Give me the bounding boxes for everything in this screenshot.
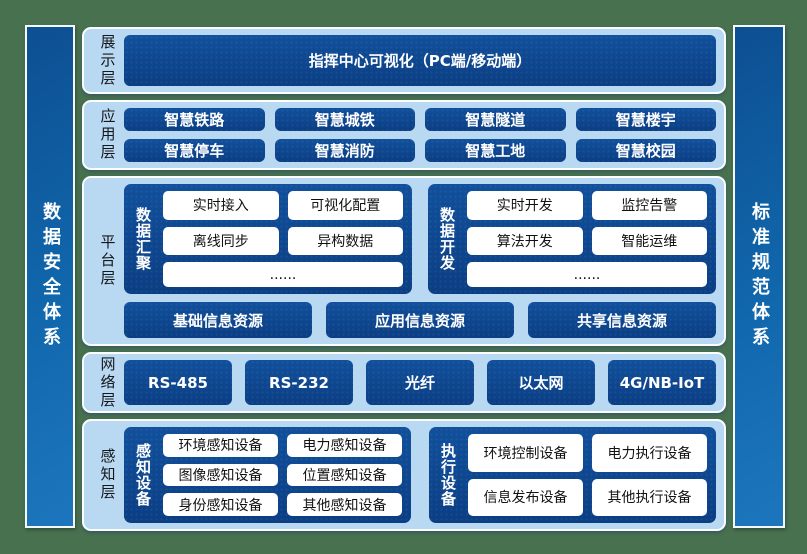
sensing-devices-panel: 感知设备 环境感知设备 电力感知设备 图像感知设备 位置感知设备 身份感知设备 … xyxy=(124,427,411,523)
item-aggregation-more: ...... xyxy=(163,262,403,287)
item-visual-config: 可视化配置 xyxy=(287,191,403,220)
app-box-smart-railway: 智慧铁路 xyxy=(124,108,265,131)
item-identity-sensing: 身份感知设备 xyxy=(163,493,278,516)
item-other-execution: 其他执行设备 xyxy=(592,478,707,516)
standards-pillar-label: 标准规范体系 xyxy=(749,201,770,352)
item-location-sensing: 位置感知设备 xyxy=(287,463,402,487)
net-box-fiber: 光纤 xyxy=(366,360,474,405)
layer-application-content: 智慧铁路 智慧城铁 智慧隧道 智慧楼宇 智慧停车 智慧消防 智慧工地 智慧校园 xyxy=(124,108,716,162)
item-realtime-ingest: 实时接入 xyxy=(163,191,279,220)
layer-network-content: RS-485 RS-232 光纤 以太网 4G/NB-IoT xyxy=(124,360,716,405)
item-env-sensing: 环境感知设备 xyxy=(163,434,278,457)
data-development-label: 数据开发 xyxy=(438,207,456,271)
item-smart-ops: 智能运维 xyxy=(591,226,707,256)
data-aggregation-grid: 实时接入 可视化配置 离线同步 异构数据 ...... xyxy=(163,191,403,287)
layer-stack: 展示层 指挥中心可视化（PC端/移动端） 应用层 智慧铁路 智慧城铁 智慧隧道 … xyxy=(82,27,726,531)
application-grid: 智慧铁路 智慧城铁 智慧隧道 智慧楼宇 智慧停车 智慧消防 智慧工地 智慧校园 xyxy=(124,108,716,162)
item-offline-sync: 离线同步 xyxy=(163,226,279,256)
standards-pillar: 标准规范体系 xyxy=(733,25,785,528)
item-power-execution: 电力执行设备 xyxy=(592,434,707,472)
res-box-shared-info: 共享信息资源 xyxy=(528,302,716,338)
net-box-rs485: RS-485 xyxy=(124,360,232,405)
execution-devices-label: 执行设备 xyxy=(439,443,457,507)
app-box-smart-tunnel: 智慧隧道 xyxy=(425,108,566,131)
layer-network: 网络层 RS-485 RS-232 光纤 以太网 4G/NB-IoT xyxy=(82,352,726,413)
layer-perception-label: 感知层 xyxy=(98,448,117,502)
data-development-grid: 实时开发 监控告警 算法开发 智能运维 ...... xyxy=(467,191,707,287)
layer-display-content: 指挥中心可视化（PC端/移动端） xyxy=(124,35,716,86)
sensing-devices-grid: 环境感知设备 电力感知设备 图像感知设备 位置感知设备 身份感知设备 其他感知设… xyxy=(163,434,402,516)
data-aggregation-label: 数据汇聚 xyxy=(134,207,152,271)
net-box-rs232: RS-232 xyxy=(245,360,353,405)
app-box-smart-campus: 智慧校园 xyxy=(575,139,716,162)
item-env-control: 环境控制设备 xyxy=(468,434,583,472)
data-security-pillar-label: 数据安全体系 xyxy=(40,201,61,352)
item-development-more: ...... xyxy=(467,262,707,287)
execution-devices-grid: 环境控制设备 电力执行设备 信息发布设备 其他执行设备 xyxy=(468,434,707,516)
execution-devices-panel: 执行设备 环境控制设备 电力执行设备 信息发布设备 其他执行设备 xyxy=(429,427,716,523)
item-image-sensing: 图像感知设备 xyxy=(163,463,278,487)
data-aggregation-panel: 数据汇聚 实时接入 可视化配置 离线同步 异构数据 ...... xyxy=(124,184,412,294)
layer-perception: 感知层 感知设备 环境感知设备 电力感知设备 图像感知设备 位置感知设备 身份感… xyxy=(82,419,726,531)
item-monitor-alert: 监控告警 xyxy=(591,191,707,220)
layer-application-label: 应用层 xyxy=(98,108,117,162)
app-box-smart-fire: 智慧消防 xyxy=(274,139,415,162)
res-box-app-info: 应用信息资源 xyxy=(326,302,514,338)
item-hetero-data: 异构数据 xyxy=(287,226,403,256)
network-grid: RS-485 RS-232 光纤 以太网 4G/NB-IoT xyxy=(124,360,716,405)
layer-network-label: 网络层 xyxy=(98,355,117,410)
resource-row: 基础信息资源 应用信息资源 共享信息资源 xyxy=(124,302,716,338)
app-box-smart-building: 智慧楼宇 xyxy=(575,108,716,131)
res-box-basic-info: 基础信息资源 xyxy=(124,302,312,338)
layer-perception-content: 感知设备 环境感知设备 电力感知设备 图像感知设备 位置感知设备 身份感知设备 … xyxy=(124,427,716,523)
layer-platform-label: 平台层 xyxy=(98,234,117,288)
sensing-devices-label: 感知设备 xyxy=(134,443,152,507)
app-box-smart-metro: 智慧城铁 xyxy=(274,108,415,131)
layer-application: 应用层 智慧铁路 智慧城铁 智慧隧道 智慧楼宇 智慧停车 智慧消防 智慧工地 智… xyxy=(82,100,726,170)
command-center-box: 指挥中心可视化（PC端/移动端） xyxy=(124,35,716,86)
app-box-smart-site: 智慧工地 xyxy=(425,139,566,162)
net-box-4g-nbiot: 4G/NB-IoT xyxy=(608,360,716,405)
layer-display-label: 展示层 xyxy=(98,33,117,88)
layer-platform-content: 数据汇聚 实时接入 可视化配置 离线同步 异构数据 ...... 数据开发 实时… xyxy=(124,184,716,338)
item-realtime-dev: 实时开发 xyxy=(467,191,583,220)
net-box-ethernet: 以太网 xyxy=(487,360,595,405)
layer-display: 展示层 指挥中心可视化（PC端/移动端） xyxy=(82,27,726,94)
item-other-sensing: 其他感知设备 xyxy=(287,493,402,516)
item-info-publish: 信息发布设备 xyxy=(468,478,583,516)
data-security-pillar: 数据安全体系 xyxy=(25,25,75,528)
app-box-smart-parking: 智慧停车 xyxy=(124,139,265,162)
item-power-sensing: 电力感知设备 xyxy=(287,434,402,457)
layer-platform: 平台层 数据汇聚 实时接入 可视化配置 离线同步 异构数据 ...... xyxy=(82,176,726,346)
item-algorithm-dev: 算法开发 xyxy=(467,226,583,256)
data-development-panel: 数据开发 实时开发 监控告警 算法开发 智能运维 ...... xyxy=(428,184,716,294)
